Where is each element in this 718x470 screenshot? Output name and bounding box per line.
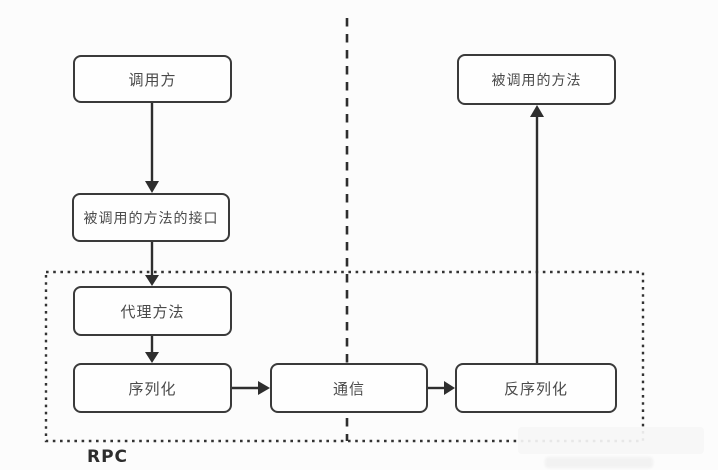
arrow-comm-to-deserialize — [428, 381, 455, 395]
arrow-caller-to-interface — [145, 103, 159, 193]
node-called-method-interface: 被调用的方法的接口 — [72, 193, 230, 242]
node-deserialization: 反序列化 — [455, 363, 617, 413]
node-proxy-method: 代理方法 — [73, 286, 232, 336]
arrow-proxy-to-serialize — [145, 336, 159, 363]
node-called-method: 被调用的方法 — [457, 54, 616, 105]
watermark-blur-band — [518, 427, 704, 454]
node-caller: 调用方 — [73, 55, 232, 103]
node-serialization: 序列化 — [73, 363, 232, 413]
node-proxy-method-label: 代理方法 — [120, 302, 185, 321]
arrow-interface-to-proxy — [145, 242, 159, 286]
rpc-boundary-box — [44, 270, 645, 443]
node-communication-label: 通信 — [332, 379, 365, 398]
node-called-method-label: 被调用的方法 — [491, 72, 582, 89]
arrow-serialize-to-comm — [232, 381, 270, 395]
node-deserialization-label: 反序列化 — [503, 379, 568, 398]
arrow-deserialize-to-called — [530, 105, 544, 363]
rpc-group-label: RPC — [87, 447, 129, 467]
node-serialization-label: 序列化 — [128, 379, 177, 398]
node-caller-label: 调用方 — [128, 70, 177, 89]
node-called-method-interface-label: 被调用的方法的接口 — [83, 210, 219, 227]
node-communication: 通信 — [270, 363, 428, 413]
watermark-text-smudge — [545, 457, 653, 468]
